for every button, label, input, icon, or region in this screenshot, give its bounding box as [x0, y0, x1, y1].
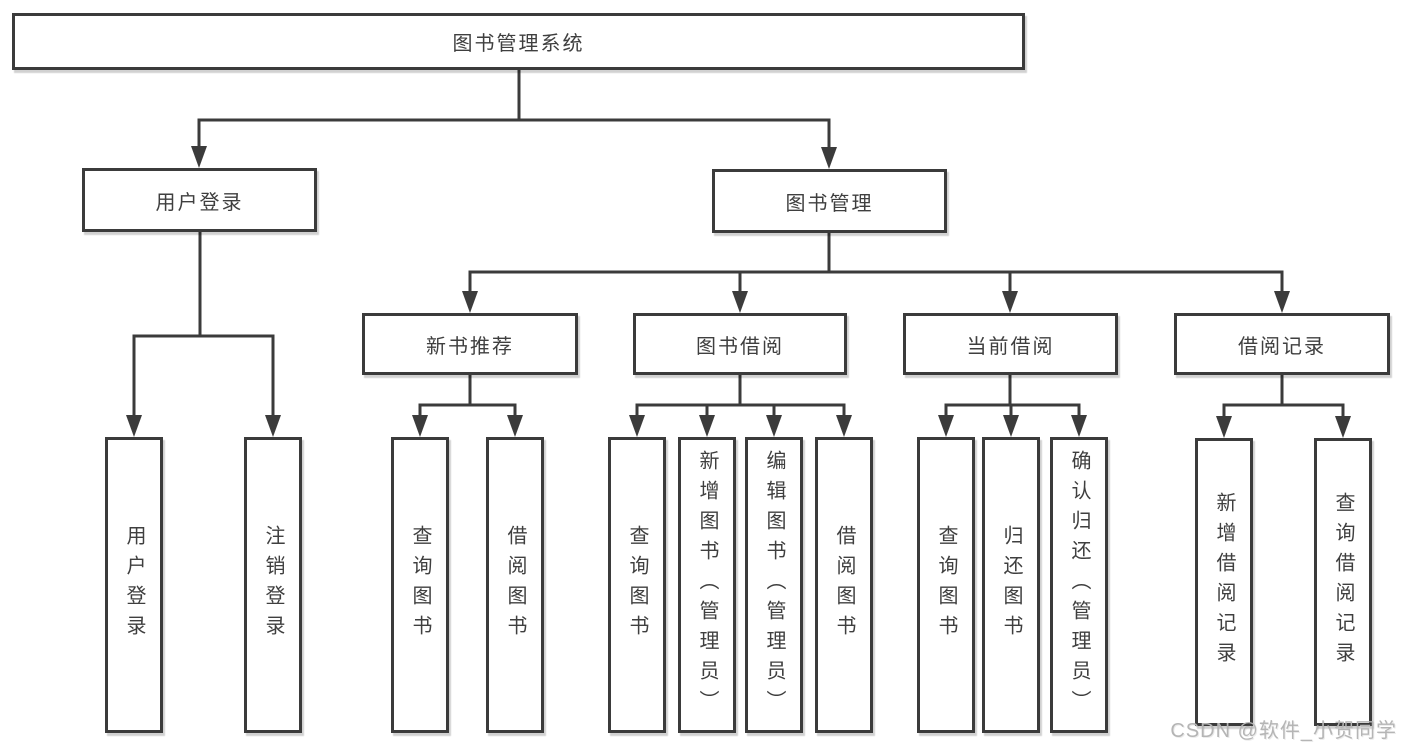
node-leaf-user-login: 用户登录: [105, 437, 163, 733]
node-leaf-return-books: 归还图书: [982, 437, 1040, 733]
node-section-new-book-recommend: 新书推荐: [362, 313, 578, 375]
node-leaf-borrow-books-1: 借阅图书: [486, 437, 544, 733]
node-user-login-branch: 用户登录: [82, 168, 317, 232]
node-section-book-borrow: 图书借阅: [633, 313, 847, 375]
node-book-management-branch: 图书管理: [712, 169, 947, 233]
node-leaf-borrow-books-2: 借阅图书: [815, 437, 873, 733]
node-leaf-query-books-2: 查询图书: [608, 437, 666, 733]
node-leaf-edit-books-admin: 编辑图书（管理员）: [745, 437, 803, 733]
node-leaf-query-books-1: 查询图书: [391, 437, 449, 733]
node-leaf-logout: 注销登录: [244, 437, 302, 733]
node-leaf-add-borrow-record: 新增借阅记录: [1195, 438, 1253, 726]
node-section-current-borrow: 当前借阅: [903, 313, 1118, 375]
node-leaf-query-books-3: 查询图书: [917, 437, 975, 733]
csdn-watermark: CSDN @软件_小贺同学: [1170, 720, 1397, 742]
node-root-system: 图书管理系统: [12, 13, 1025, 70]
node-leaf-query-borrow-record: 查询借阅记录: [1314, 438, 1372, 726]
node-leaf-add-books-admin: 新增图书（管理员）: [678, 437, 736, 733]
node-leaf-confirm-return-admin: 确认归还（管理员）: [1050, 437, 1108, 733]
node-section-borrow-records: 借阅记录: [1174, 313, 1390, 375]
